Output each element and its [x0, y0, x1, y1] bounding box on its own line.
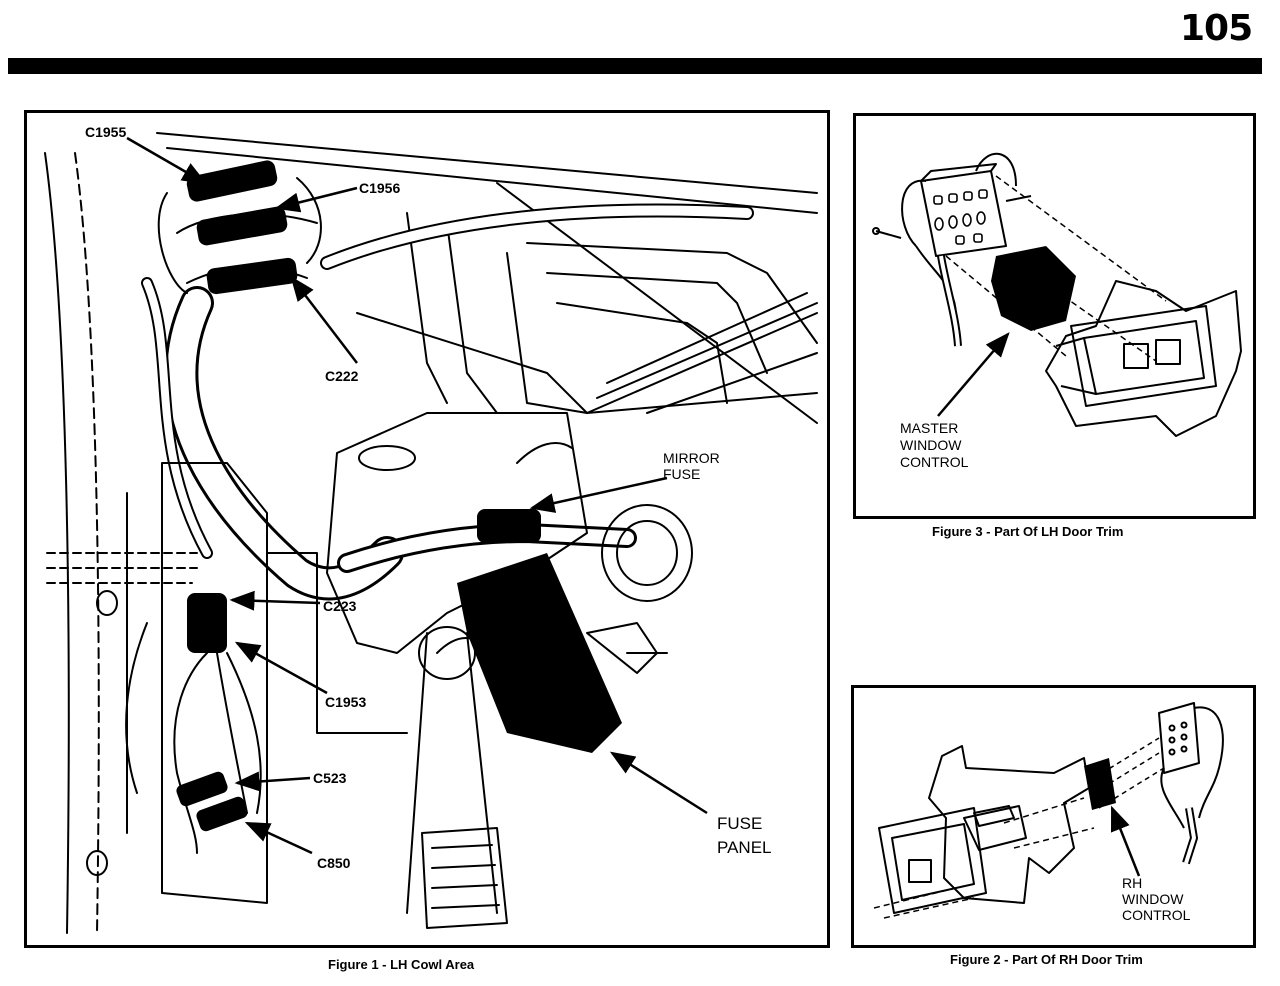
- label-rh-window: WINDOW: [1122, 891, 1184, 907]
- figure-1-caption: Figure 1 - LH Cowl Area: [328, 957, 475, 972]
- label-c1956: C1956: [359, 180, 400, 196]
- figure-2-illustration: RH WINDOW CONTROL: [873, 702, 1224, 923]
- rh-window-control-shape: [1084, 758, 1116, 810]
- label-rh: RH: [1122, 875, 1142, 891]
- label-c222: C222: [325, 368, 359, 384]
- connector-mirror-fuse: [477, 509, 541, 543]
- label-fuse-panel-line2: PANEL: [717, 838, 772, 857]
- figure-1-panel: C1955 C1956 C222 MIRROR FUSE C223 C1953 …: [24, 110, 830, 948]
- label-fuse-panel-line1: FUSE: [717, 814, 762, 833]
- label-c1955: C1955: [85, 124, 126, 140]
- connector-c223: [187, 593, 227, 653]
- connector-c222: [206, 257, 298, 295]
- fuse-panel-shape: [457, 553, 622, 753]
- page-number: 105: [1180, 8, 1253, 49]
- connector-c850: [196, 796, 248, 832]
- label-c523: C523: [313, 770, 347, 786]
- label-mirror-fuse-line2: FUSE: [663, 466, 700, 482]
- label-master-window: WINDOW: [900, 437, 962, 453]
- label-rh-control: CONTROL: [1122, 907, 1191, 923]
- label-c223: C223: [323, 598, 357, 614]
- header-rule: [8, 58, 1262, 74]
- label-c1953: C1953: [325, 694, 366, 710]
- master-window-control-shape: [991, 246, 1076, 331]
- figure-3-illustration: MASTER WINDOW CONTROL: [872, 152, 1242, 470]
- figure-3-panel: MASTER WINDOW CONTROL: [853, 113, 1256, 519]
- figure-1-illustration: C1955 C1956 C222 MIRROR FUSE C223 C1953 …: [44, 124, 818, 934]
- label-c850: C850: [317, 855, 351, 871]
- connector-c1955: [186, 160, 278, 202]
- figure-3-caption: Figure 3 - Part Of LH Door Trim: [932, 524, 1124, 539]
- figure-2-caption: Figure 2 - Part Of RH Door Trim: [950, 952, 1143, 967]
- label-master: MASTER: [900, 420, 958, 436]
- label-master-control: CONTROL: [900, 454, 969, 470]
- figure-2-panel: RH WINDOW CONTROL: [851, 685, 1256, 948]
- connector-c1956: [196, 206, 288, 246]
- label-mirror-fuse-line1: MIRROR: [663, 450, 720, 466]
- connector-c523: [176, 771, 228, 807]
